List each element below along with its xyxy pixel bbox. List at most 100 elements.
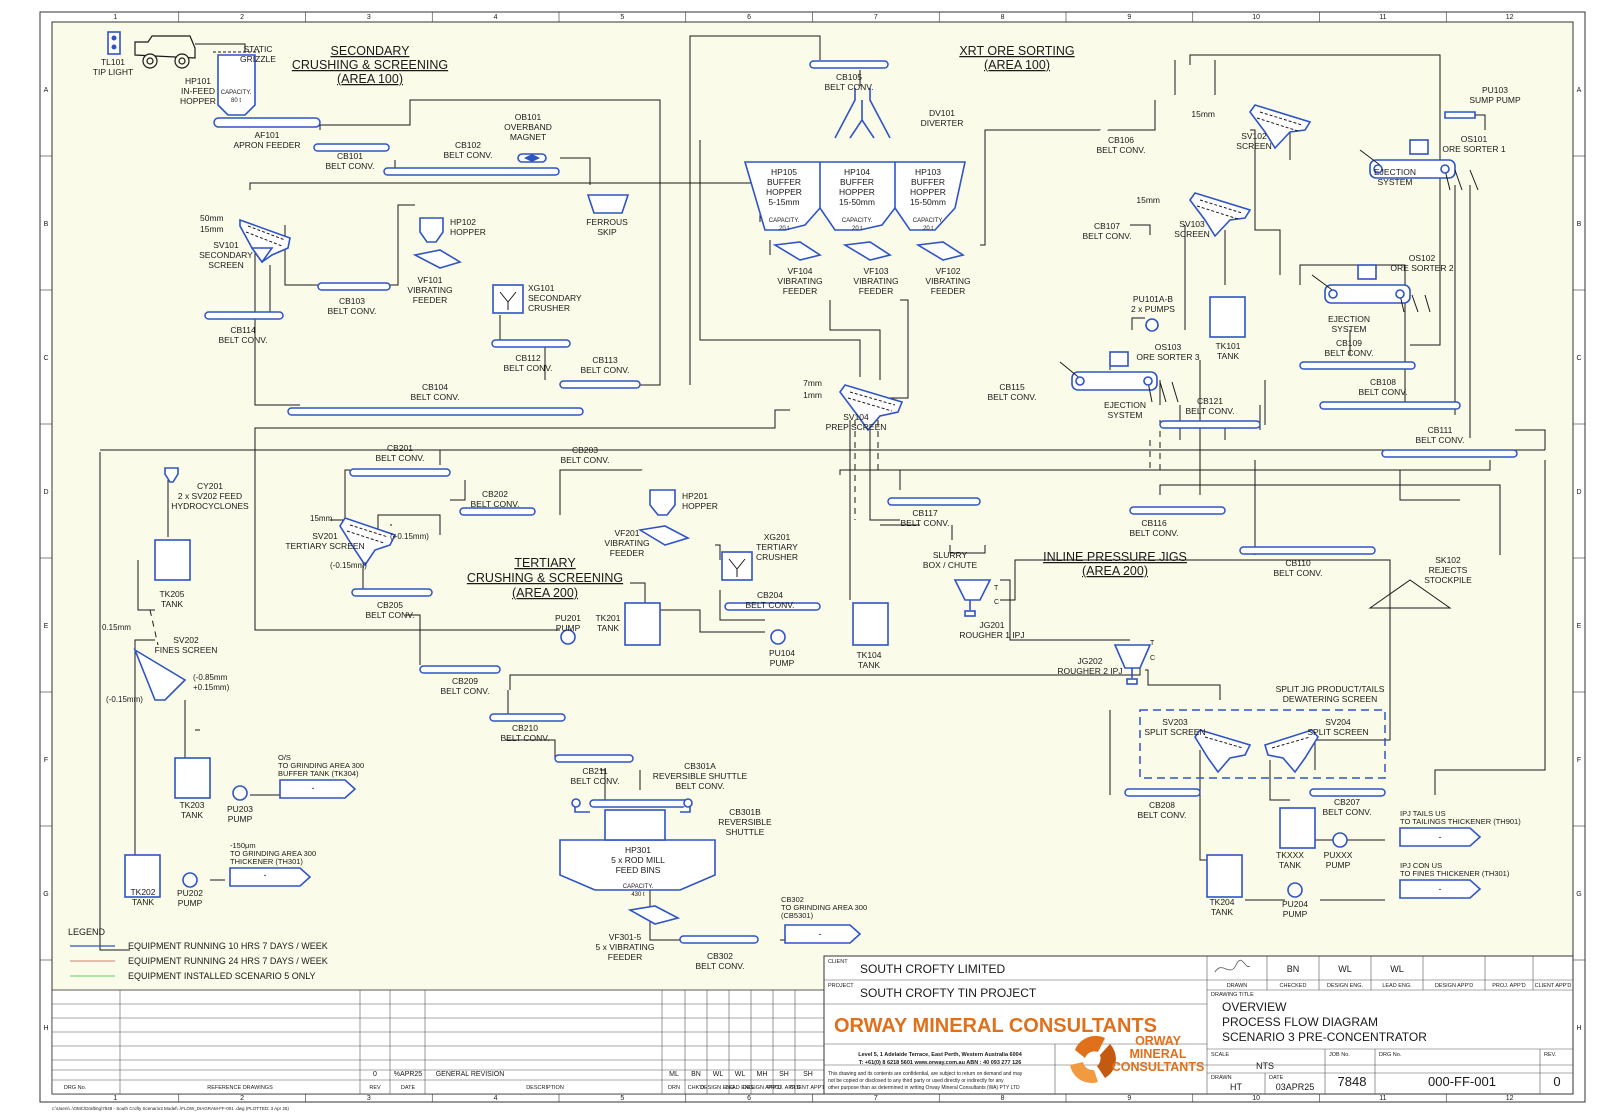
sv204-label-0: SV204	[1325, 717, 1351, 727]
job-label: JOB No.	[1329, 1052, 1350, 1058]
screen-size-15mm-0: 15mm	[1191, 109, 1215, 119]
vf301-label-0: VF301-5	[609, 932, 642, 942]
sv202-label-0: SV202	[173, 635, 199, 645]
file-path: c:\Users\..\OMC\Drafting\7848 - South Cr…	[52, 1106, 289, 1111]
cb302-dest-label-2: (CB5301)	[781, 911, 814, 920]
sv201-size-1: (+0.15mm)	[390, 532, 429, 541]
rev-row-sig-0: ML	[669, 1071, 679, 1078]
cb211-label-0: CB211	[582, 766, 608, 776]
sign-initial-2: WL	[1390, 964, 1404, 974]
hp201-label-0: HP201	[682, 491, 708, 501]
pu103-label-1: SUMP PUMP	[1469, 95, 1521, 105]
xg101-label-1: SECONDARY	[528, 293, 582, 303]
ferrous-skip-icon	[588, 195, 628, 213]
ferrous-label-0: FERROUS	[586, 217, 628, 227]
vf102-label-0: VF102	[935, 266, 960, 276]
os102-label-0: OS102	[1409, 253, 1436, 263]
hp104-label-1: BUFFER	[840, 177, 874, 187]
cb211-label-1: BELT CONV.	[571, 776, 620, 786]
hp105-label-1: BUFFER	[767, 177, 801, 187]
sk102-label-2: STOCKPILE	[1424, 575, 1472, 585]
split-jig-label-1: DEWATERING SCREEN	[1283, 694, 1377, 704]
pu103-label-0: PU103	[1482, 85, 1508, 95]
cb301b-label-1: REVERSIBLE	[718, 817, 772, 827]
cb112-label-0: CB112	[515, 353, 541, 363]
cb302-label-0: CB302	[707, 951, 733, 961]
jigs-title: INLINE PRESSURE JIGS	[1043, 550, 1187, 564]
cb301a-label-1: REVERSIBLE SHUTTLE	[653, 771, 748, 781]
secondary-title: SECONDARY	[331, 44, 411, 58]
grizzle-label-0: STATIC	[244, 44, 273, 54]
row-marker-left-H: H	[43, 1025, 48, 1032]
column-marker-bottom-10: 10	[1252, 1095, 1260, 1102]
xg201-label-0: XG201	[764, 532, 791, 542]
sign-role-3: LEAD ENG.	[1382, 983, 1412, 989]
cb210-label-1: BELT CONV.	[501, 733, 550, 743]
column-marker-top-9: 9	[1127, 14, 1131, 21]
cb111-label-0: CB111	[1428, 425, 1453, 435]
rev-footer-drn: DRN	[668, 1085, 680, 1091]
cb106-label-1: BELT CONV.	[1097, 145, 1146, 155]
hp105-label-2: HOPPER	[766, 187, 802, 197]
legend-item-24hrs: EQUIPMENT RUNNING 24 HRS 7 DAYS / WEEK	[128, 956, 328, 966]
row-marker-right-F: F	[1577, 757, 1581, 764]
jigs-area: (AREA 200)	[1082, 564, 1148, 578]
drawn-label: DRAWN	[1211, 1075, 1232, 1081]
cb112-conveyor	[492, 340, 570, 347]
dv101-label-0: DV101	[929, 108, 955, 118]
tip-light-icon	[108, 32, 120, 54]
fines-dest-label-2: THICKENER (TH301)	[230, 857, 303, 866]
cb202-label-0: CB202	[482, 489, 508, 499]
pu204-pump-icon	[1288, 883, 1302, 897]
tertiary-title: TERTIARY	[514, 556, 576, 570]
column-marker-bottom-11: 11	[1379, 1095, 1386, 1102]
tk104-tank	[853, 603, 888, 645]
sv103-label-0: SV103	[1179, 219, 1205, 229]
drawing-title-2: PROCESS FLOW DIAGRAM	[1222, 1015, 1378, 1029]
cb201-conveyor	[350, 469, 450, 476]
cb210-label-0: CB210	[512, 723, 538, 733]
pu104-label-1: PUMP	[770, 658, 795, 668]
sv101-label-1: SECONDARY	[199, 250, 253, 260]
jg201-label-1: ROUGHER 1 IPJ	[959, 630, 1024, 640]
cb108-conveyor	[1320, 402, 1460, 409]
vf301-label-2: FEEDER	[608, 952, 642, 962]
sv202-label-1: FINES SCREEN	[155, 645, 218, 655]
hp103-label-3: 15-50mm	[910, 197, 946, 207]
hopper-capacity-1-1: 20 t	[852, 226, 862, 232]
column-marker-top-5: 5	[620, 14, 624, 21]
hp102-label-0: HP102	[450, 217, 476, 227]
pu202-label-1: PUMP	[178, 898, 203, 908]
rev-footer-clientapp: CLIENT APP'D	[790, 1085, 827, 1091]
puxxx-pump-icon	[1333, 833, 1347, 847]
cb204-label-1: BELT CONV.	[746, 600, 795, 610]
con-dest-label-1: TO FINES THICKENER (TH301)	[1400, 869, 1510, 878]
ejection-system-1-1: SYSTEM	[1332, 324, 1367, 334]
sv101-sizes-label-0: 50mm	[200, 213, 224, 223]
hopper-capacity-2-0: CAPACITY.	[913, 218, 944, 224]
logo-text-2: MINERAL	[1130, 1047, 1187, 1061]
cb103-label-0: CB103	[339, 296, 365, 306]
puxxx-label-0: PUXXX	[1324, 850, 1353, 860]
tertiary-title-2: CRUSHING & SCREENING	[467, 571, 623, 585]
pu204-label-0: PU204	[1282, 899, 1308, 909]
ob101-label-1: OVERBAND	[504, 122, 552, 132]
tk201-label-1: TANK	[597, 623, 619, 633]
client-label: CLIENT	[828, 959, 848, 965]
cb211-conveyor	[555, 755, 633, 762]
pu204-label-1: PUMP	[1283, 909, 1308, 919]
column-marker-top-7: 7	[874, 14, 878, 21]
row-marker-left-C: C	[43, 355, 48, 362]
xg201-label-1: TERTIARY	[756, 542, 798, 552]
vf101-label-2: FEEDER	[413, 295, 447, 305]
vf101-label-0: VF101	[417, 275, 442, 285]
row-marker-right-D: D	[1576, 489, 1581, 496]
hp301-label-1: 5 x ROD MILL	[611, 855, 665, 865]
cb116-conveyor	[1130, 507, 1225, 514]
hp301-label-2: FEED BINS	[616, 865, 661, 875]
xg101-label-0: XG101	[528, 283, 555, 293]
sign-role-2: DESIGN ENG.	[1327, 983, 1364, 989]
cb202-conveyor	[460, 508, 535, 515]
sv201-label-1: TERTIARY SCREEN	[285, 541, 364, 551]
